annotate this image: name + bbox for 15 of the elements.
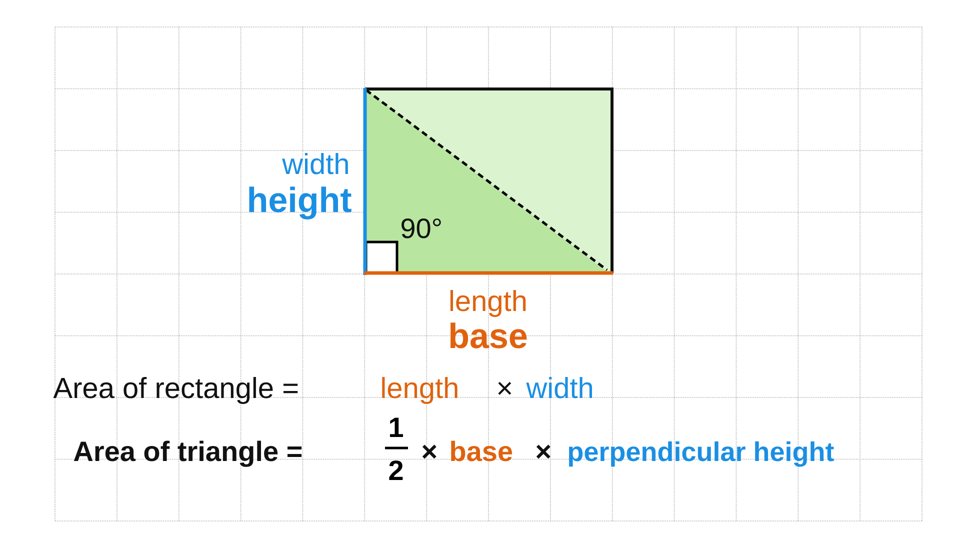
fraction: 1 2: [385, 418, 408, 480]
angle-label: 90°: [402, 218, 441, 238]
side-label: base: [450, 322, 527, 348]
formula-text: perpendicular height: [569, 441, 834, 467]
side-label: width: [282, 152, 348, 174]
side-label: height: [249, 186, 352, 220]
side-label: length: [450, 290, 526, 318]
formula-text: Area of triangle =: [74, 440, 302, 467]
formula-text: ×: [422, 444, 436, 459]
formula-text: length: [382, 376, 458, 404]
formula-text: ×: [536, 444, 550, 459]
formula-text: base: [451, 440, 512, 462]
formula-text: width: [526, 376, 592, 398]
formula-text: ×: [498, 382, 512, 395]
formula-text: Area of rectangle =: [53, 376, 298, 404]
